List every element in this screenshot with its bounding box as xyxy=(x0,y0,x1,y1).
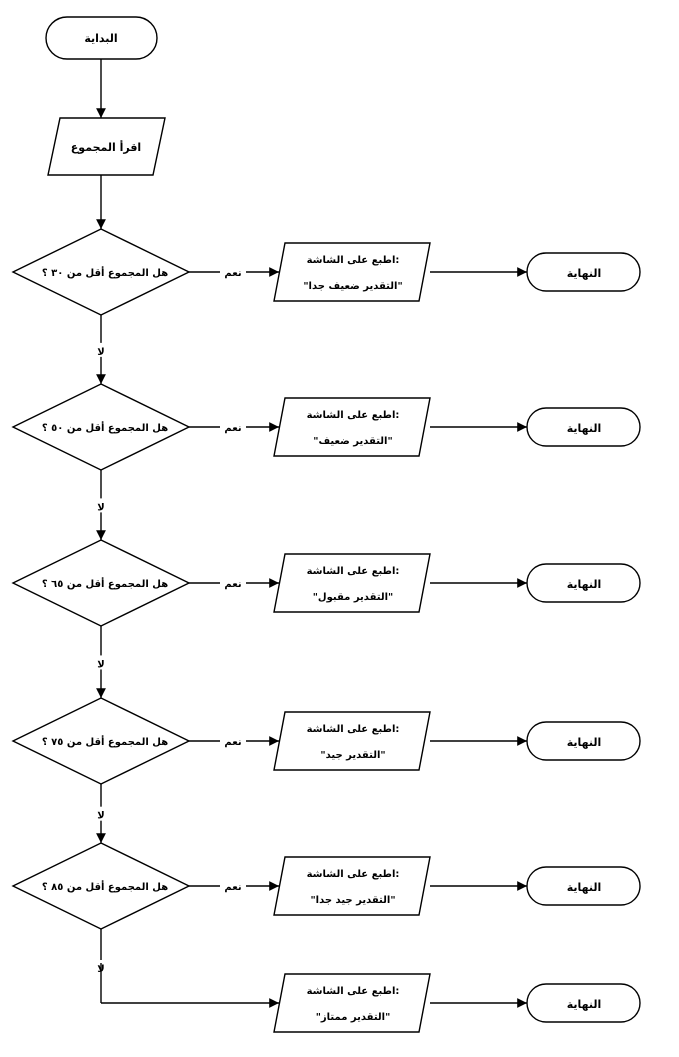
decision-4-question: هل المجموع أقل من ٧٥ ؟ xyxy=(42,735,168,748)
decision-5-end-label: النهاية xyxy=(567,881,602,894)
final-output-line1: :اطبع على الشاشة xyxy=(307,986,400,997)
decision-3-output-line2: "التقدير مقبول" xyxy=(313,592,394,603)
decision-5-yes-label: نعم xyxy=(224,882,241,893)
final-end-label: النهاية xyxy=(567,998,602,1011)
decision-1-no-label: لا xyxy=(97,347,104,358)
decision-4-yes-label-bg xyxy=(220,734,246,747)
decision-4-no-label-bg xyxy=(94,806,108,821)
decision-1-end-label: النهاية xyxy=(567,267,602,280)
decision-2-yes-label: نعم xyxy=(224,423,241,434)
decision-4-no-label: لا xyxy=(97,811,104,822)
decision-3-no-label-bg xyxy=(94,655,108,670)
decision-4-end-label: النهاية xyxy=(567,736,602,749)
decision-3-yes-label: نعم xyxy=(224,579,241,590)
decision-1-question: هل المجموع أقل من ٣٠ ؟ xyxy=(42,266,168,279)
decision-2-no-label: لا xyxy=(97,502,104,513)
decision-1-yes-label-bg xyxy=(220,265,246,278)
decision-5-row: هل المجموع أقل من ٨٥ ؟ نعم :اطبع على الشاش… xyxy=(11,842,641,975)
decision-5-output-line2: "التقدير جيد جدا" xyxy=(310,895,395,906)
decision-3-end-terminal xyxy=(526,563,641,603)
final-end-terminal xyxy=(526,983,641,1023)
read-label: اقرأ المجموع xyxy=(71,140,141,154)
decision-1-yes-label: نعم xyxy=(224,268,241,279)
decision-5-output-line1: :اطبع على الشاشة xyxy=(307,869,400,880)
decision-rows: هل المجموع أقل من ٣٠ ؟ نعم :اطبع على الشاش… xyxy=(11,228,641,975)
decision-5-question: هل المجموع أقل من ٨٥ ؟ xyxy=(42,880,168,893)
read-input-box: اقرأ المجموع xyxy=(47,117,166,176)
decision-2-output-box xyxy=(273,397,431,457)
decision-3-row: هل المجموع أقل من ٦٥ ؟ نعم :اطبع على الشاش… xyxy=(11,539,641,698)
decision-2-row: هل المجموع أقل من ٥٠ ؟ نعم :اطبع على الشاش… xyxy=(11,383,641,540)
start-label: البداية xyxy=(84,32,117,45)
decision-4-output-box xyxy=(273,711,431,771)
decision-3-yes-label-bg xyxy=(220,576,246,589)
decision-5-yes-label-bg xyxy=(220,879,246,892)
decision-4-output-line1: :اطبع على الشاشة xyxy=(307,724,400,735)
decision-4-output-line2: "التقدير جيد" xyxy=(320,750,385,761)
decision-3-no-label: لا xyxy=(97,659,104,670)
decision-5-end-terminal xyxy=(526,866,641,906)
decision-3-question: هل المجموع أقل من ٦٥ ؟ xyxy=(42,577,168,590)
decision-2-yes-label-bg xyxy=(220,420,246,433)
start-terminal: البداية xyxy=(45,16,158,60)
final-row: :اطبع على الشاشة "التقدير ممتاز" النهاية xyxy=(100,963,641,1033)
decision-2-output-line1: :اطبع على الشاشة xyxy=(307,410,400,421)
decision-1-output-line2: "التقدير ضعيف جدا" xyxy=(303,281,402,292)
decision-4-end-terminal xyxy=(526,721,641,761)
final-output-box xyxy=(273,973,431,1033)
decision-1-row: هل المجموع أقل من ٣٠ ؟ نعم :اطبع على الشاش… xyxy=(11,228,641,384)
decision-3-output-line1: :اطبع على الشاشة xyxy=(307,566,400,577)
decision-5-output-box xyxy=(273,856,431,916)
decision-2-end-label: النهاية xyxy=(567,422,602,435)
decision-2-end-terminal xyxy=(526,407,641,447)
decision-1-output-box xyxy=(273,242,431,302)
decision-2-no-label-bg xyxy=(94,498,108,513)
decision-4-row: هل المجموع أقل من ٧٥ ؟ نعم :اطبع على الشاش… xyxy=(11,697,641,843)
decision-2-output-line2: "التقدير ضعيف" xyxy=(313,436,392,447)
decision-1-output-line1: :اطبع على الشاشة xyxy=(307,255,400,266)
decision-3-end-label: النهاية xyxy=(567,578,602,591)
decision-4-yes-label: نعم xyxy=(224,737,241,748)
decision-3-output-box xyxy=(273,553,431,613)
final-output-line2: "التقدير ممتاز" xyxy=(316,1012,391,1023)
decision-1-no-label-bg xyxy=(94,342,108,357)
decision-2-question: هل المجموع أقل من ٥٠ ؟ xyxy=(42,421,168,434)
decision-1-end-terminal xyxy=(526,252,641,292)
